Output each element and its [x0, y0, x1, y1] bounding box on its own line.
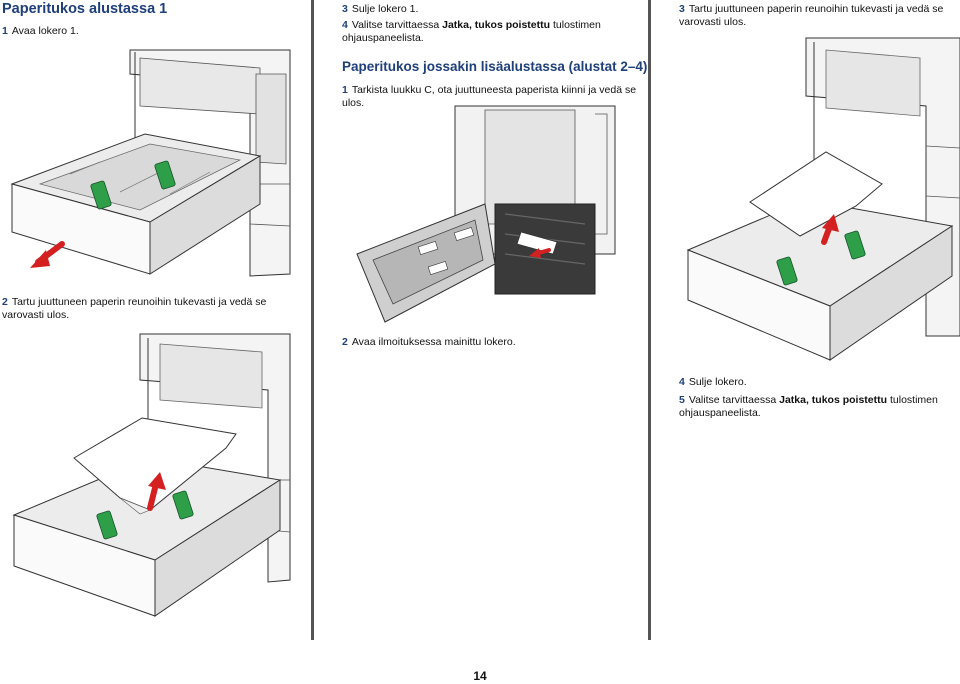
step-number: 5	[679, 394, 685, 406]
step-number: 1	[2, 25, 8, 37]
step-number: 2	[342, 336, 348, 348]
column-divider-left	[311, 0, 314, 640]
section-heading: Paperitukos alustassa 1	[2, 1, 168, 17]
illustration-door-c	[345, 104, 645, 326]
control-panel-option: Jatka, tukos poistettu	[442, 19, 551, 31]
step-text: Sulje lokero 1.	[351, 3, 419, 15]
step-number: 3	[679, 3, 685, 15]
step-number: 4	[679, 376, 685, 388]
step-number: 1	[342, 84, 348, 96]
column-divider-right	[648, 0, 651, 640]
step-text: Tartu juuttuneen paperin reunoihin tukev…	[679, 3, 944, 28]
step-text: Avaa ilmoituksessa mainittu lokero.	[351, 336, 516, 348]
step-text: Tartu juuttuneen paperin reunoihin tukev…	[2, 296, 267, 321]
step-text: Tarkista luukku C, ota juuttuneesta pape…	[342, 84, 637, 109]
subsection-heading: Paperitukos jossakin lisäalustassa (alus…	[342, 59, 648, 74]
control-panel-option: Jatka, tukos poistettu	[779, 394, 888, 406]
step-number: 2	[2, 296, 8, 308]
illustration-remove-paper-tray	[676, 36, 960, 366]
step-number: 4	[342, 19, 348, 31]
step-number: 3	[342, 3, 348, 15]
page-number: 14	[473, 669, 487, 683]
illustration-open-tray-1	[0, 44, 305, 284]
step-text: Sulje lokero.	[688, 376, 747, 388]
step-text: Avaa lokero 1.	[11, 25, 79, 37]
illustration-remove-paper-tray-1	[0, 330, 305, 630]
